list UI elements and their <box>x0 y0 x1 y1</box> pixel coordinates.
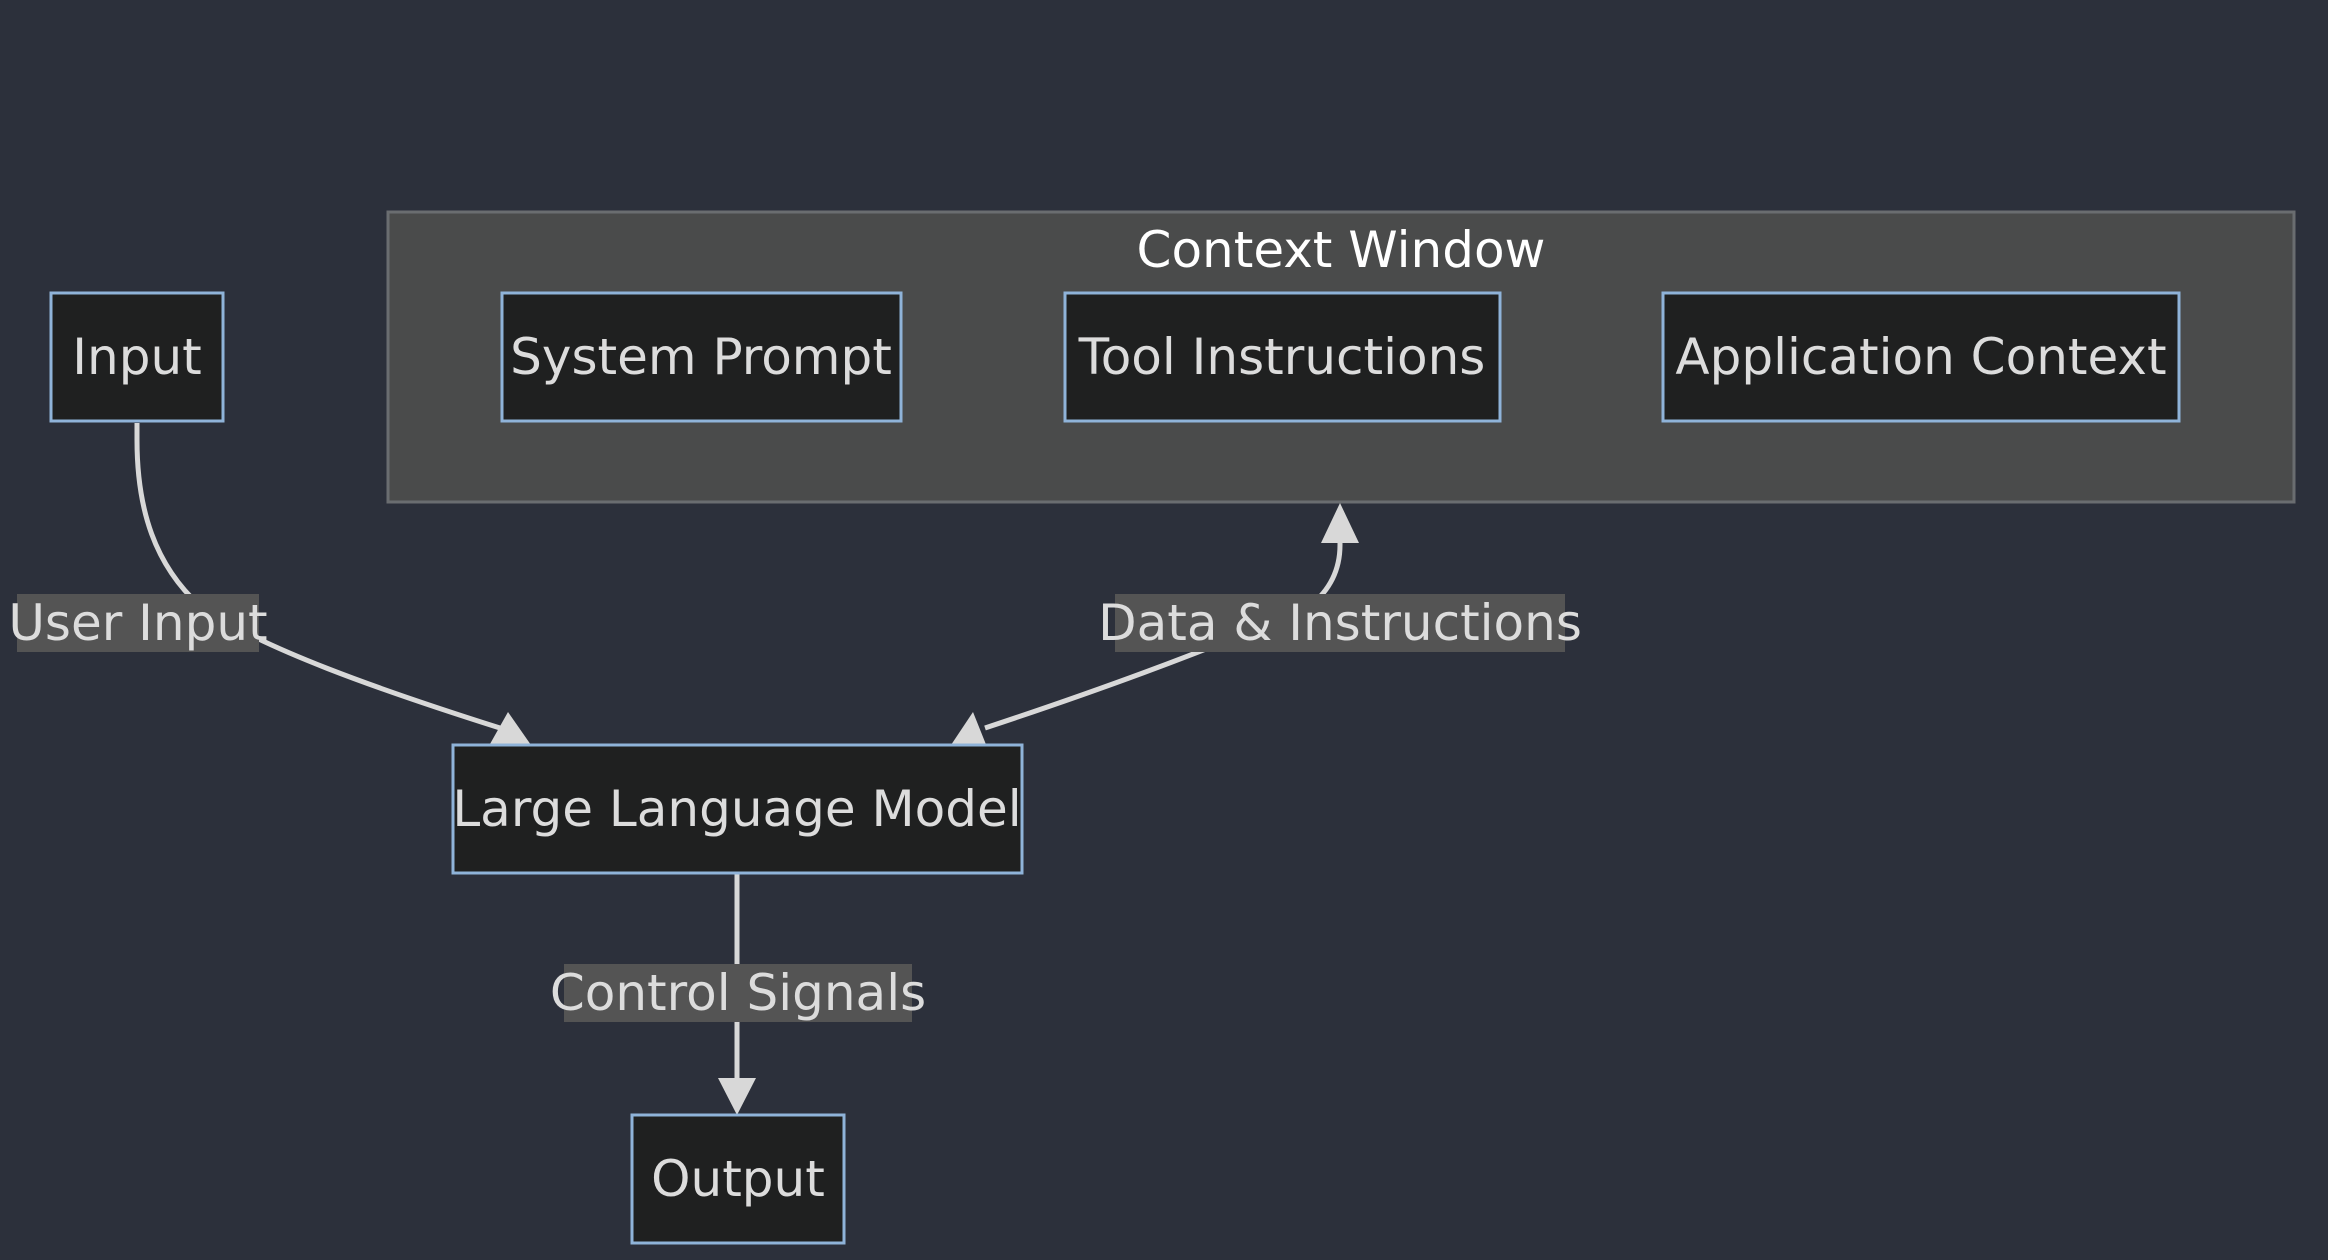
node-application-context-label: Application Context <box>1675 328 2166 386</box>
node-tool-instructions-box[interactable] <box>1063 291 1502 423</box>
edge-label-control-signals: Control Signals <box>550 964 926 1022</box>
node-application-context-box[interactable] <box>1661 291 2181 423</box>
nodes: Input System Prompt Tool Instructions Ap… <box>49 291 2181 1245</box>
edge-label-data-instructions: Data & Instructions <box>1098 594 1582 652</box>
edge-labels: User Input Data & Instructions Control S… <box>8 594 1582 1022</box>
node-tool-instructions-label: Tool Instructions <box>1078 328 1486 386</box>
arrow-context-window-head <box>1321 503 1359 543</box>
node-tool-instructions[interactable]: Tool Instructions <box>1063 291 1502 423</box>
edge-label-user-input: User Input <box>8 594 267 652</box>
node-system-prompt-label: System Prompt <box>510 328 892 386</box>
node-large-language-model-label: Large Language Model <box>452 780 1021 838</box>
node-input[interactable]: Input <box>49 291 225 423</box>
node-output[interactable]: Output <box>630 1113 846 1245</box>
node-system-prompt[interactable]: System Prompt <box>500 291 903 423</box>
arrow-user-input-head <box>490 712 531 745</box>
node-output-box[interactable] <box>630 1113 846 1245</box>
label-bg-control-signals <box>564 964 912 1022</box>
node-output-label: Output <box>651 1150 825 1208</box>
label-bg-user-input <box>17 594 259 652</box>
label-bg-data-instructions <box>1115 594 1565 652</box>
arrow-output-head <box>718 1078 756 1115</box>
node-input-box[interactable] <box>49 291 225 423</box>
node-system-prompt-box[interactable] <box>500 291 903 423</box>
node-input-label: Input <box>72 328 201 386</box>
node-large-language-model[interactable]: Large Language Model <box>451 743 1024 875</box>
arrow-llm-head <box>951 712 987 747</box>
node-application-context[interactable]: Application Context <box>1661 291 2181 423</box>
node-large-language-model-box[interactable] <box>451 743 1024 875</box>
context-window-title: Context Window <box>1137 221 1546 279</box>
